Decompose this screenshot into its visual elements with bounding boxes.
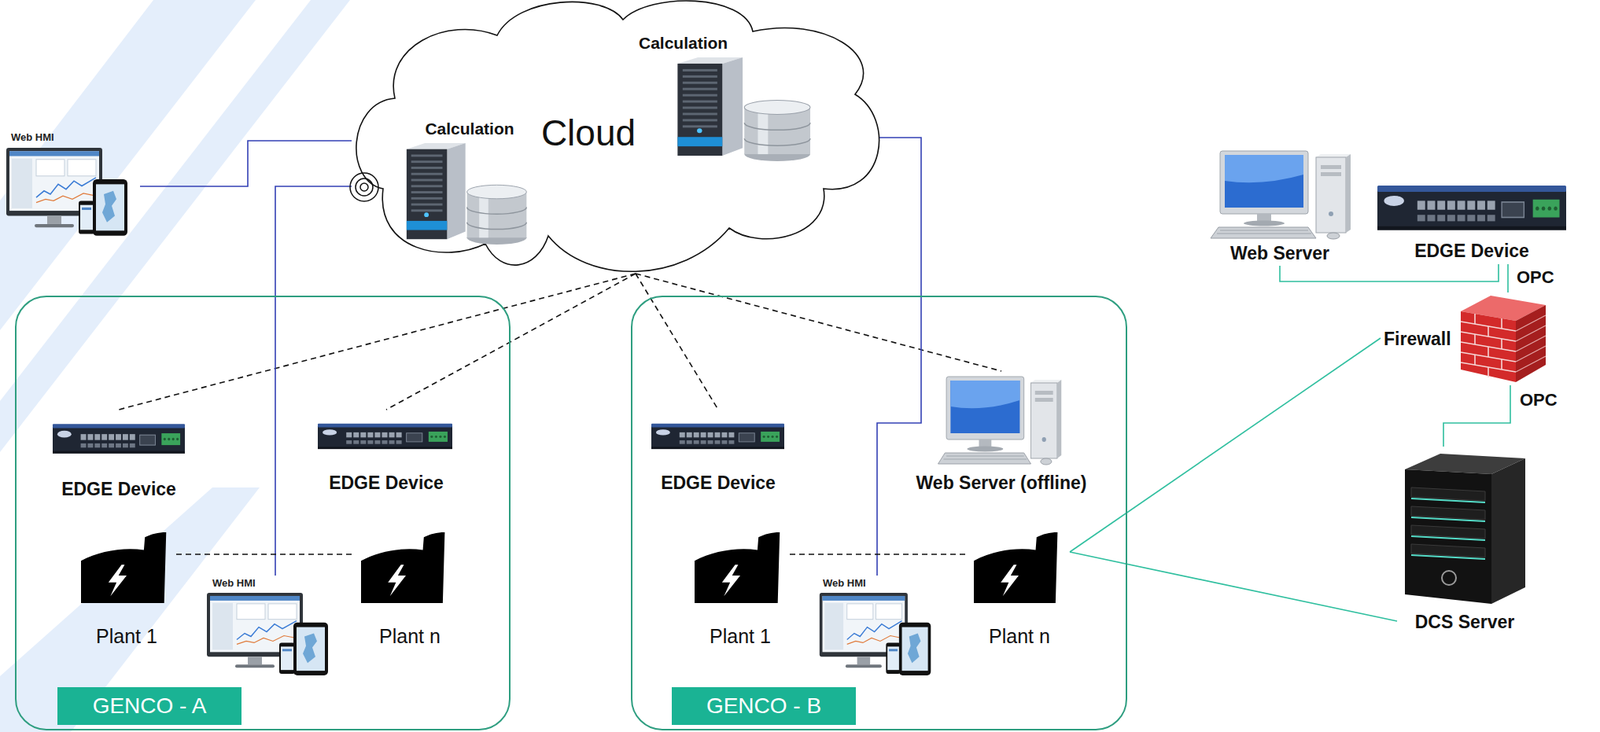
edge-icon (651, 421, 785, 451)
edge-device: EDGE Device (316, 409, 457, 497)
node-label: Plant 1 (709, 625, 771, 649)
node-label: Calculation (424, 119, 514, 139)
web-server: Web Server (1203, 147, 1357, 266)
hmi-icon (205, 593, 341, 681)
web-hmi: Web HMI (4, 130, 141, 241)
dcs-icon (1404, 452, 1526, 605)
connector (1443, 385, 1511, 447)
factory-icon (694, 532, 786, 604)
connector (140, 140, 352, 187)
node-label: Web HMI (212, 578, 256, 590)
stripe (0, 487, 260, 732)
calculation-server: Calculation (638, 30, 823, 164)
node-label: DCS Server (1415, 611, 1516, 633)
connector (1069, 552, 1398, 622)
pc-icon (1207, 151, 1353, 240)
node-label: Calculation (638, 33, 728, 53)
edge-label-holder: OPC (1518, 390, 1560, 410)
web-server: Web Server (offline) (903, 371, 1100, 498)
factory-icon (973, 532, 1064, 604)
node-label: Web Server (offline) (916, 472, 1088, 494)
node-label: Plant 1 (95, 625, 158, 649)
node-label: Web Server (1230, 243, 1330, 264)
node-label: EDGE Device (1414, 240, 1530, 262)
node-label: EDGE Device (328, 472, 444, 494)
dcs-server: DCS Server (1397, 446, 1533, 639)
pc-icon (935, 376, 1063, 466)
connector (877, 137, 922, 576)
connector (1279, 264, 1499, 282)
edge-device: EDGE Device (648, 409, 789, 497)
group-label: GENCO - B (671, 687, 856, 726)
genco-group: GENCO - B EDGE Device Web Server (offline)… (630, 295, 1128, 731)
connector (1069, 338, 1381, 553)
connector (275, 186, 352, 576)
web-hmi: Web HMI (205, 575, 341, 681)
edge-device: EDGE Device (48, 409, 189, 503)
node-label: Web HMI (822, 578, 867, 590)
node-label: Cloud (541, 112, 636, 155)
edge-label: OPC (1518, 390, 1560, 410)
connector (386, 273, 636, 410)
node-label: Plant n (379, 625, 441, 649)
node-label: EDGE Device (660, 472, 776, 494)
power-plant: Plant 1 (690, 527, 790, 652)
server-icon (673, 55, 822, 162)
edge-icon (52, 421, 185, 456)
edge-label: OPC (1515, 267, 1556, 288)
factory-icon (81, 532, 173, 604)
edge-icon (1377, 181, 1567, 233)
edge-device: EDGE Device (1373, 177, 1571, 265)
connector (1507, 264, 1509, 293)
stripe (0, 0, 351, 453)
node-label: Firewall (1383, 328, 1452, 350)
hmi-icon (4, 147, 141, 241)
firewall-icon (1460, 295, 1546, 383)
power-plant: Plant 1 (77, 527, 177, 652)
power-plant: Plant n (967, 527, 1070, 652)
connector (789, 553, 968, 556)
group-label: GENCO - A (57, 687, 242, 726)
edge-icon (317, 421, 453, 451)
edge-label-holder: OPC (1515, 267, 1556, 288)
connector (635, 273, 719, 410)
web-hmi: Web HMI (818, 575, 943, 681)
connector (176, 553, 355, 556)
node-label: Web HMI (11, 132, 55, 144)
power-plant: Plant n (354, 527, 458, 652)
genco-group: GENCO - A EDGE Device EDGE DevicePlant 1 We… (14, 295, 511, 731)
node-label: Plant n (988, 625, 1051, 649)
hmi-icon (818, 593, 943, 681)
firewall: Firewall (1380, 292, 1549, 386)
server-icon (402, 141, 537, 245)
connector (635, 273, 1002, 372)
connector (118, 273, 636, 410)
node-label: EDGE Device (61, 479, 177, 500)
calculation-server: Calculation (402, 119, 537, 245)
factory-icon (361, 532, 451, 604)
cloud-region: CloudCalculationCalculation (351, 0, 878, 274)
